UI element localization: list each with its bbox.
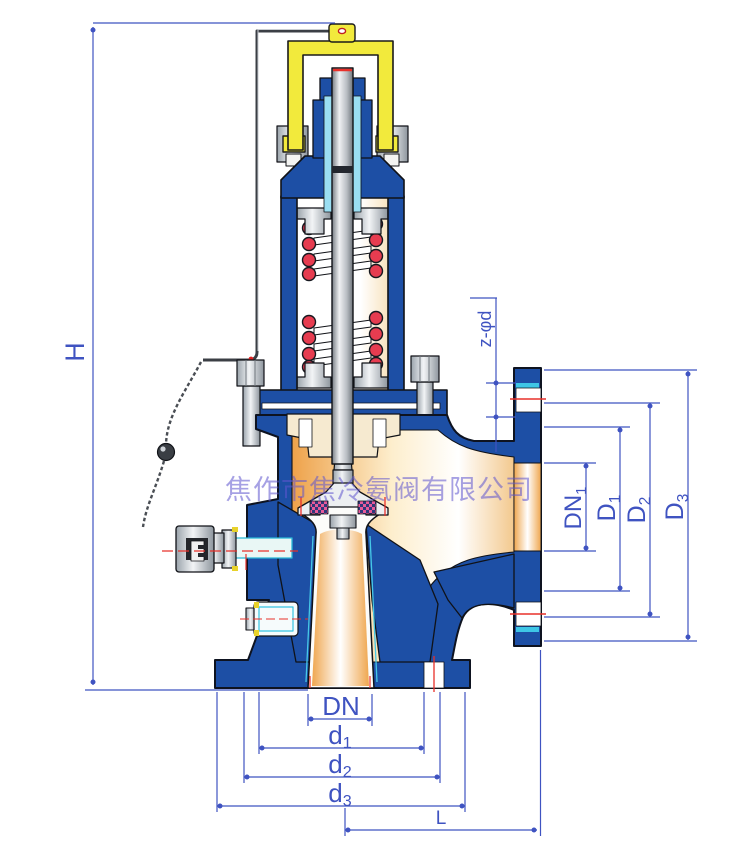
lever-hole [337, 27, 347, 35]
lead-seal-ball [156, 442, 176, 462]
dimension-arrows [90, 27, 691, 833]
valve-stem [331, 67, 354, 465]
dim-label-DN1: DN1 [560, 487, 590, 530]
dim-label-d2: d2 [328, 749, 351, 781]
seal-ring-left [309, 500, 329, 515]
dim-label-d3: d3 [328, 778, 351, 810]
guide-hole-right [372, 418, 387, 448]
dim-label-DN: DN [322, 691, 360, 721]
lift-fork-mechanism [162, 525, 298, 573]
spring-seats [296, 207, 389, 389]
dimension-lines [85, 22, 697, 836]
guide-hole-left [298, 418, 313, 448]
dim-label-D1: D1 [593, 495, 624, 522]
inlet-flange-bolt-hole [423, 656, 445, 692]
dim-label-d1: d1 [328, 720, 351, 752]
drain-plug [240, 601, 308, 637]
outlet-flange [510, 383, 546, 632]
seal-ring-right [357, 500, 377, 515]
outlet-bore [513, 462, 542, 552]
valve-figure [141, 23, 546, 692]
nozzle [301, 505, 381, 689]
flange-studs [236, 355, 440, 447]
bonnet-wall-right [387, 195, 405, 393]
dim-label-L: L [436, 808, 447, 829]
lifting-lever [282, 23, 399, 153]
company-watermark: 焦作市焦冷氨阀有限公司 [225, 475, 533, 505]
dim-label-D2: D2 [623, 497, 654, 524]
dim-label-H: H [60, 342, 90, 362]
dim-label-D3: D3 [661, 494, 692, 521]
dim-label-z-phi-d: z-φd [475, 311, 495, 348]
dimension-labels: H z-φd DN1 D1 D2 D3 DN d1 d2 d3 L [60, 311, 692, 829]
bonnet-wall-left [280, 195, 298, 393]
